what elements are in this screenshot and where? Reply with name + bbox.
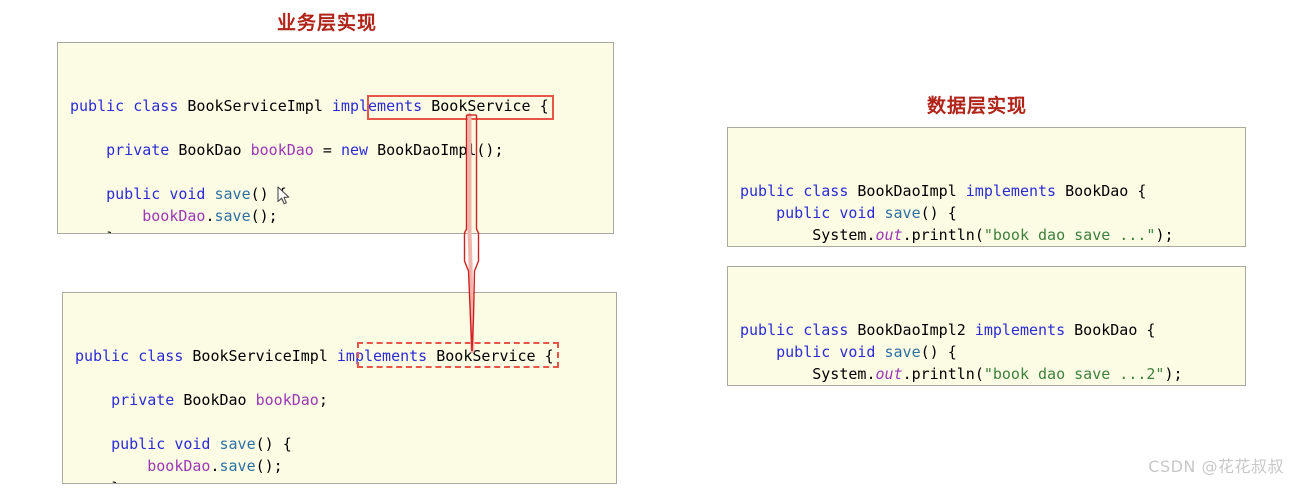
section-title-service-layer: 业务层实现 [277,12,378,34]
code-block-bookdaoimpl2: public class BookDaoImpl2 implements Boo… [727,266,1246,386]
code-content: public class BookServiceImpl implements … [75,347,554,483]
code-content: public class BookDaoImpl implements Book… [740,182,1174,244]
code-content: public class BookDaoImpl2 implements Boo… [740,321,1183,383]
code-block-bookserviceimpl-after: public class BookServiceImpl implements … [62,292,617,484]
code-block-bookserviceimpl-before: public class BookServiceImpl implements … [57,42,614,234]
code-block-bookdaoimpl: public class BookDaoImpl implements Book… [727,127,1246,247]
section-title-dao-layer: 数据层实现 [927,95,1028,117]
code-content: public class BookServiceImpl implements … [70,97,549,233]
csdn-watermark: CSDN @花花叔叔 [1148,457,1284,476]
